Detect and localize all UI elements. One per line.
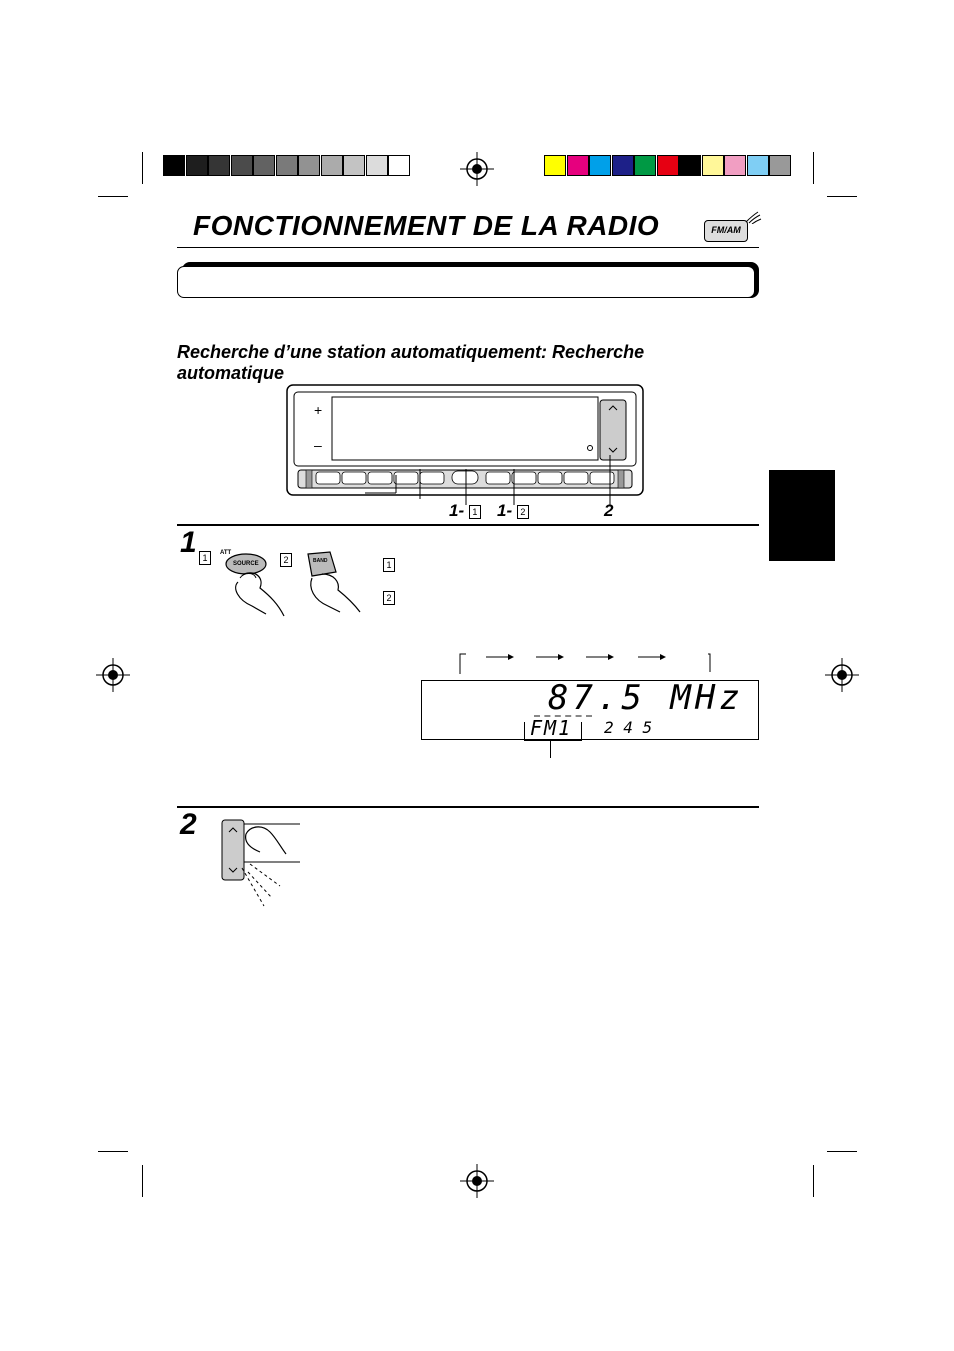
section-box xyxy=(177,266,755,298)
color-swatch xyxy=(320,155,343,176)
color-swatch xyxy=(566,155,589,176)
registration-mark-right xyxy=(825,658,859,692)
color-swatch xyxy=(275,155,298,176)
radio-faceplate xyxy=(286,384,644,496)
lcd-band: FM1 xyxy=(530,716,573,740)
color-swatch xyxy=(769,155,791,176)
step1-box-a: 1 xyxy=(199,551,211,565)
callout-leaders xyxy=(365,455,611,505)
color-swatch xyxy=(634,155,656,176)
step1-box-b: 2 xyxy=(280,553,292,567)
title-underline xyxy=(177,247,759,248)
fm-am-icon-label: FM/AM xyxy=(711,225,741,235)
band-button-press-illustration xyxy=(307,551,361,613)
faceplate-plus-label: + xyxy=(314,402,323,418)
color-swatch xyxy=(388,155,410,176)
source-button-label: SOURCE xyxy=(233,561,259,567)
color-swatch xyxy=(163,155,185,176)
color-swatch xyxy=(589,155,611,176)
crop-mark xyxy=(142,1165,143,1197)
callout-2: 2 xyxy=(604,501,614,520)
crop-mark xyxy=(827,196,857,197)
lcd-band-dashes xyxy=(534,715,592,720)
color-swatch xyxy=(185,155,208,176)
step1-number: 1 xyxy=(180,526,197,559)
registration-mark-top xyxy=(460,152,494,186)
lcd-display xyxy=(421,680,759,740)
seek-button-press-illustration xyxy=(221,819,300,907)
crop-mark xyxy=(142,152,143,184)
callout-1-2-box: 2 xyxy=(516,504,529,519)
color-swatch xyxy=(343,155,365,176)
color-swatch xyxy=(253,155,275,176)
step2-number: 2 xyxy=(180,808,197,841)
crop-mark xyxy=(98,1151,128,1152)
step1-list-box-b: 2 xyxy=(383,591,395,605)
source-button-press-illustration xyxy=(225,553,285,617)
lcd-preset-numbers: 2 4 5 xyxy=(604,718,653,737)
color-swatch xyxy=(679,155,701,176)
lcd-frequency: 87.5 MHz xyxy=(548,678,744,718)
color-swatch xyxy=(611,155,634,176)
band-button-label: BAND xyxy=(313,558,328,564)
callout-1-2-prefix: 1- xyxy=(497,501,513,520)
callout-1-1-box: 1 xyxy=(468,504,481,519)
att-label: ATT xyxy=(220,550,232,556)
crop-mark xyxy=(98,196,128,197)
section-heading: Recherche d’une station automatiquement:… xyxy=(177,342,645,383)
crop-mark xyxy=(827,1151,857,1152)
signal-waves-icon xyxy=(745,211,762,224)
step1-list-box-a: 1 xyxy=(383,558,395,572)
faceplate-minus-label: – xyxy=(314,437,322,453)
color-swatch xyxy=(365,155,388,176)
step2-rule xyxy=(177,806,759,808)
color-swatch xyxy=(208,155,230,176)
registration-mark-bottom xyxy=(460,1164,494,1198)
crop-mark xyxy=(813,1165,814,1197)
color-swatch xyxy=(298,155,320,176)
crop-mark xyxy=(813,152,814,184)
step1-rule xyxy=(177,524,759,526)
color-swatch xyxy=(656,155,679,176)
color-swatch xyxy=(544,155,566,176)
callout-1-1: 1- 1 xyxy=(449,501,481,521)
lcd-band-bracket xyxy=(524,722,582,741)
color-swatch xyxy=(724,155,746,176)
color-swatch xyxy=(230,155,253,176)
callout-1-1-prefix: 1- xyxy=(449,501,465,520)
fm-am-icon: FM/AM xyxy=(704,220,748,242)
band-cycle-diagram xyxy=(459,653,711,674)
color-swatch xyxy=(746,155,769,176)
chapter-tab xyxy=(769,470,835,561)
lcd-band-leader xyxy=(550,740,551,758)
page-title: FONCTIONNEMENT DE LA RADIO xyxy=(193,210,660,241)
registration-mark-left xyxy=(96,658,130,692)
callout-1-2: 1- 2 xyxy=(497,501,529,521)
color-swatch xyxy=(701,155,724,176)
